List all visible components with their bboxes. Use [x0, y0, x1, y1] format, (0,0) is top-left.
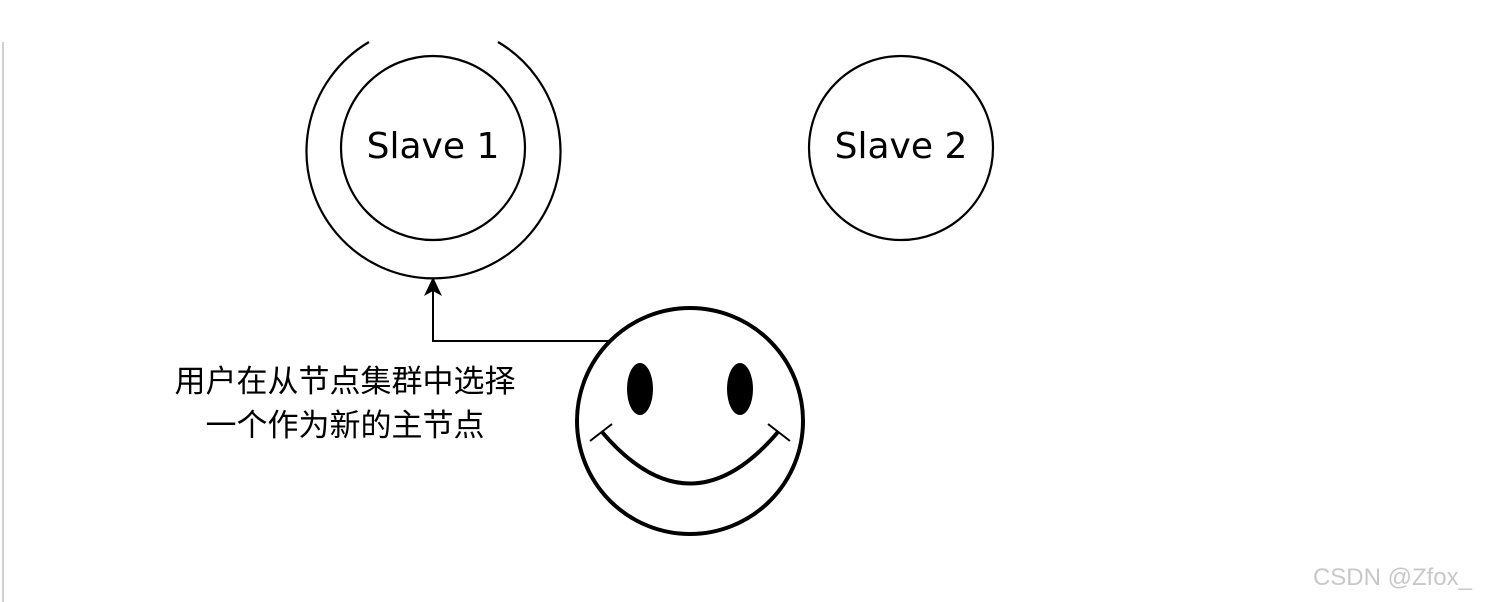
arrowhead-icon [424, 277, 442, 296]
slave-1-node: Slave 1 [305, 41, 562, 280]
smiley-left-dimple [589, 423, 613, 442]
caption: 用户在从节点集群中选择 一个作为新的主节点 [175, 364, 516, 444]
smiley-mouth [600, 430, 780, 486]
smiley-right-eye [727, 363, 753, 415]
slave-2-label: Slave 2 [835, 126, 968, 167]
smiley-left-eye [627, 363, 653, 415]
smiley-head [575, 306, 805, 536]
caption-line-1: 用户在从节点集群中选择 [175, 364, 516, 400]
slave-1-circle [339, 54, 527, 242]
selection-arrow [424, 277, 611, 342]
slave-2-node: Slave 2 [807, 54, 995, 242]
smiley-right-dimple [767, 423, 791, 442]
caption-line-2: 一个作为新的主节点 [206, 408, 485, 444]
selection-arrow-line [432, 284, 611, 342]
watermark: CSDN @Zfox_ [1312, 564, 1472, 591]
slave-2-circle [807, 54, 995, 242]
slave-1-label: Slave 1 [367, 126, 500, 167]
smiley-face-icon [575, 306, 805, 536]
